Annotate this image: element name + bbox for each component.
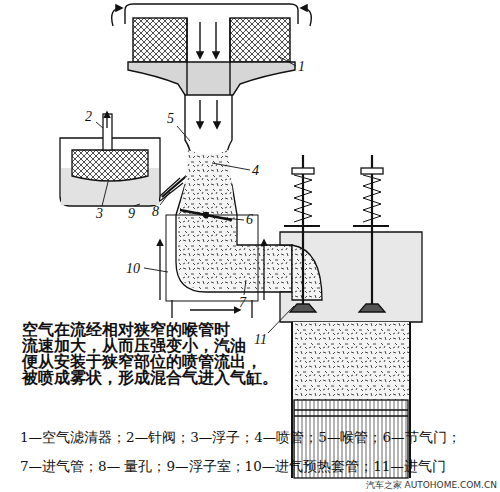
- intake-manifold: [160, 150, 292, 318]
- parts-key: 1—空气滤清器；2—针阀；3—浮子；4—喷管；5—喉管；6—节气门；: [20, 429, 461, 445]
- leader-lines: [96, 56, 296, 333]
- callout-number: 11: [254, 333, 267, 347]
- callout-number: 6: [246, 213, 253, 227]
- callout-number: 4: [252, 164, 259, 178]
- watermark: 汽车之家 AUTOHOME.COM.CN: [366, 480, 497, 490]
- explanation-note: 空气在流经相对狭窄的喉管时 流速加大，从而压强变小，汽油 便从安装于狭窄部位的喷…: [22, 322, 290, 386]
- callout-number: 2: [85, 110, 92, 124]
- callout-number: 3: [96, 207, 103, 221]
- callout-number: 9: [128, 207, 135, 221]
- parts-key: 7—进气管；8— 量孔；9—浮子室；10—进气预热套管；11—进气门: [20, 458, 446, 474]
- callout-number: 5: [167, 112, 174, 126]
- callout-number: 7: [239, 296, 246, 310]
- air-filter: [112, 4, 312, 95]
- callout-number: 10: [126, 262, 140, 276]
- callout-number: 8: [152, 205, 159, 219]
- float-chamber: [60, 112, 205, 206]
- callout-number: 1: [298, 60, 305, 74]
